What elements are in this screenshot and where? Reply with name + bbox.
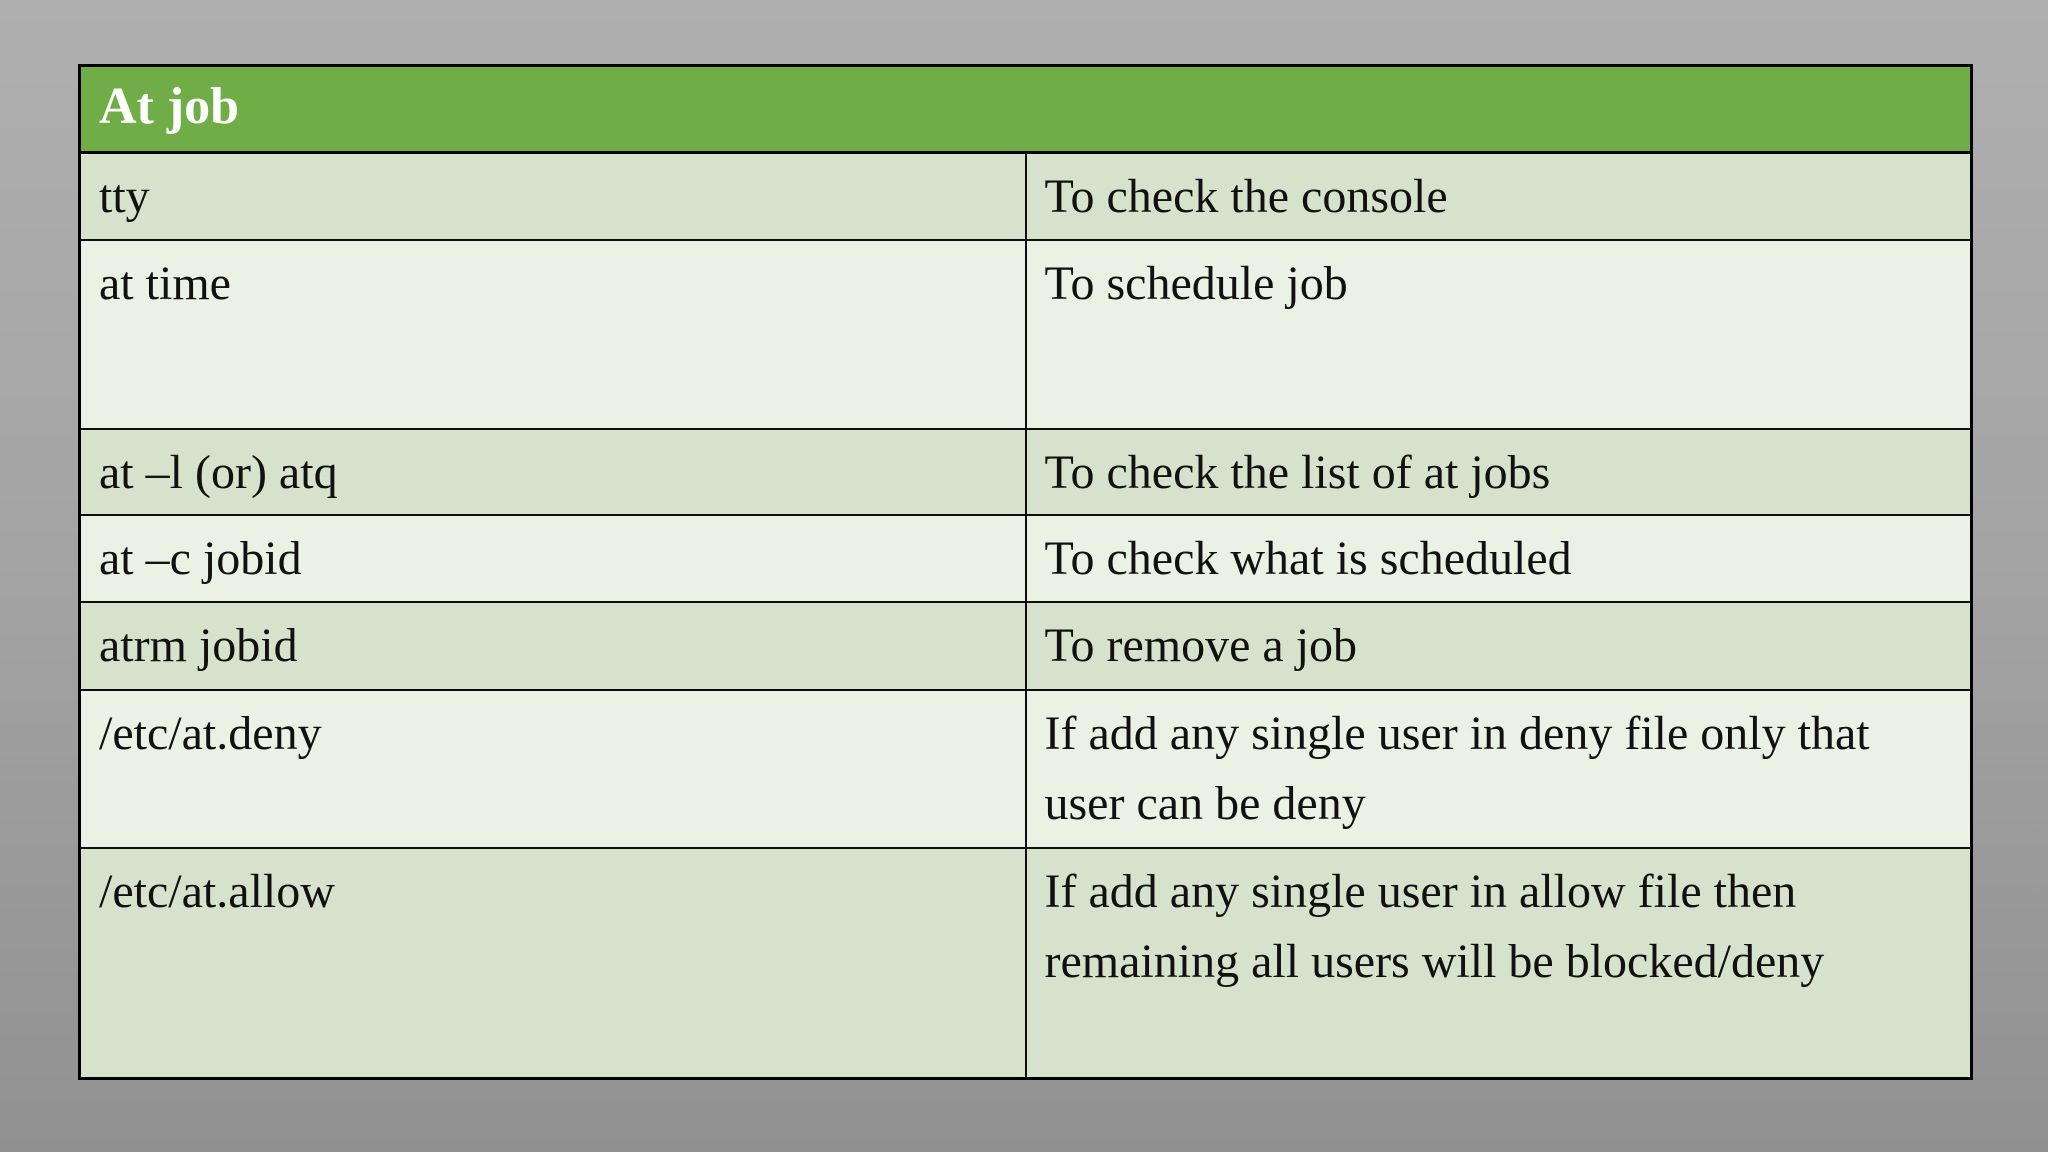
command-cell: /etc/at.deny	[78, 688, 1027, 849]
table-row: atrm jobid To remove a job	[78, 600, 1973, 691]
command-cell: /etc/at.allow	[78, 846, 1027, 1080]
table-row: at time To schedule job	[78, 238, 1973, 430]
description-cell: To check the console	[1024, 151, 1973, 241]
description-cell: If add any single user in allow file the…	[1024, 846, 1973, 1080]
table-row: /etc/at.allow If add any single user in …	[78, 846, 1973, 1080]
table-title: At job	[78, 64, 1973, 154]
description-cell: To schedule job	[1024, 238, 1973, 430]
command-cell: at –c jobid	[78, 513, 1027, 603]
command-cell: at –l (or) atq	[78, 427, 1027, 516]
table-header-row: At job	[78, 64, 1973, 154]
table-row: at –c jobid To check what is scheduled	[78, 513, 1973, 603]
description-cell: If add any single user in deny file only…	[1024, 688, 1973, 849]
description-cell: To check what is scheduled	[1024, 513, 1973, 603]
table-row: at –l (or) atq To check the list of at j…	[78, 427, 1973, 516]
description-cell: To remove a job	[1024, 600, 1973, 691]
command-cell: atrm jobid	[78, 600, 1027, 691]
table-row: tty To check the console	[78, 151, 1973, 241]
at-job-table: At job tty To check the console at time …	[78, 64, 1973, 1080]
command-cell: at time	[78, 238, 1027, 430]
command-cell: tty	[78, 151, 1027, 241]
description-cell: To check the list of at jobs	[1024, 427, 1973, 516]
table-row: /etc/at.deny If add any single user in d…	[78, 688, 1973, 849]
